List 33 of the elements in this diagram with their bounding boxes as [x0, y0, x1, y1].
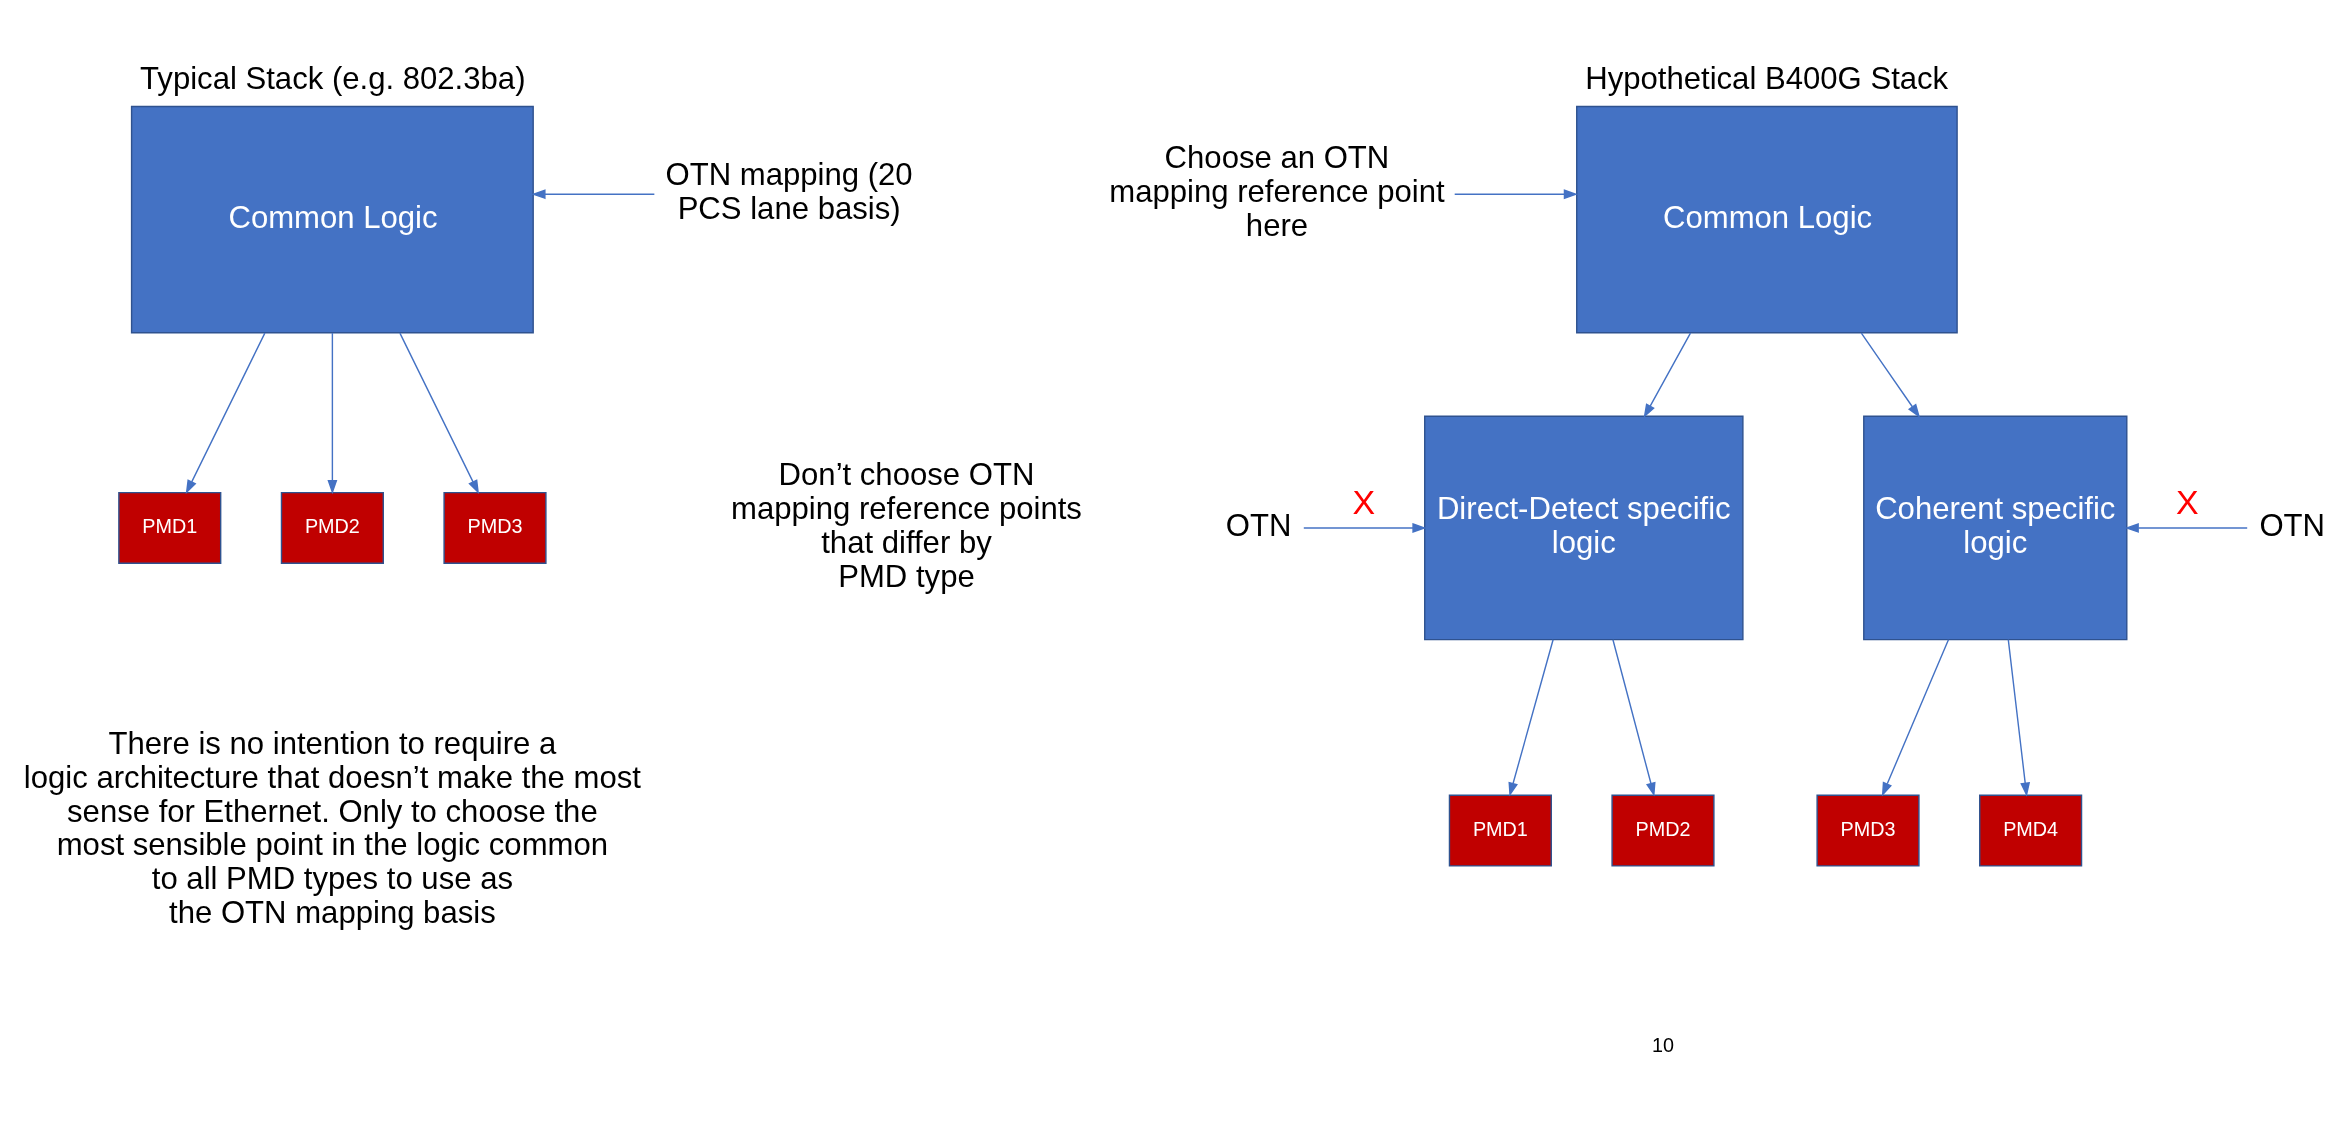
- node-box: PMD4: [1979, 794, 2083, 867]
- arrow: [327, 331, 338, 494]
- edge-label: X: [1352, 482, 1376, 521]
- label: Don’t choose OTN mapping reference points that differ by PMD type: [731, 456, 1082, 594]
- arrow: [1612, 638, 1656, 797]
- node-label: Typical Stack (e.g. 802.3ba): [140, 60, 526, 96]
- node-box: PMD2: [280, 491, 384, 564]
- arrow: [1454, 188, 1578, 199]
- arrow: [1860, 331, 1921, 418]
- arrow: [2007, 638, 2031, 797]
- node-box: PMD3: [1816, 794, 1920, 867]
- edge-label: X: [2175, 482, 2199, 521]
- node-text: Choose an OTN mapping reference point here: [1109, 139, 1445, 243]
- label: There is no intention to require a logic architecture that doesn’t make the most sense for Ethernet. Only to choose the most sensible point in the logic common to all PMD types to use as the OTN mapping basis: [23, 725, 641, 930]
- node-box: PMD1: [118, 491, 222, 564]
- node-box: Coherent specific logic: [1863, 415, 2128, 640]
- arrow: [2124, 522, 2248, 533]
- arrow: [1508, 638, 1554, 797]
- arrow: [399, 331, 480, 494]
- arrow: [531, 188, 656, 199]
- node-label: Hypothetical B400G Stack: [1585, 60, 1949, 96]
- arrow: [1303, 522, 1427, 533]
- label: 10: [1651, 1033, 1674, 1056]
- node-box: PMD2: [1611, 794, 1715, 867]
- arrow: [185, 331, 266, 494]
- node-text: OTN mapping (20 PCS lane basis): [665, 156, 913, 226]
- arrow: [1643, 331, 1692, 418]
- node-text: OTN: [2259, 507, 2326, 543]
- node-box: Direct-Detect specific logic: [1424, 415, 1744, 640]
- arrow: [1881, 638, 1950, 796]
- node-text: OTN: [1225, 507, 1292, 543]
- node-box: PMD1: [1448, 794, 1552, 867]
- node-box: PMD3: [443, 491, 547, 564]
